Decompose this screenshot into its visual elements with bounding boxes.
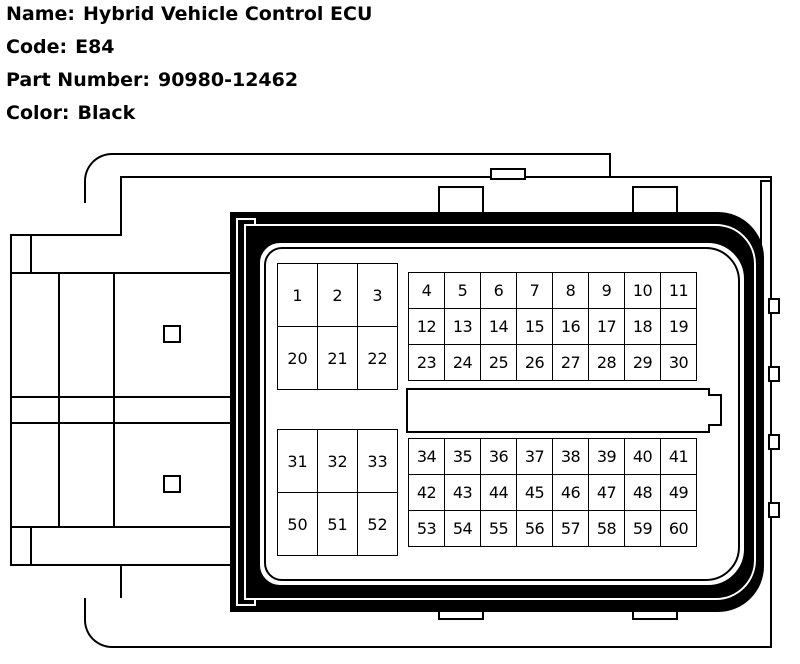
lock-divider-line [30,234,32,274]
pin-37: 37 [516,438,553,475]
part-number-value: 90980-12462 [157,69,299,91]
terminal-face-cavity-line [264,247,740,581]
connector-lock-top-band [10,234,245,274]
pin-53: 53 [408,510,445,547]
pin-58: 58 [588,510,625,547]
pin-51: 51 [317,492,358,556]
pin-29: 29 [624,344,661,381]
connector-lock-center-band [10,396,245,424]
pin-45: 45 [516,474,553,511]
pin-46: 46 [552,474,589,511]
pin-16: 16 [552,308,589,345]
pin-52: 52 [357,492,398,556]
pin-15: 15 [516,308,553,345]
color-value: Black [77,102,136,124]
pin-24: 24 [444,344,481,381]
pin-35: 35 [444,438,481,475]
pin-4: 4 [408,272,445,309]
pin-33: 33 [357,429,398,493]
lock-square-icon [163,475,181,493]
pin-38: 38 [552,438,589,475]
pin-42: 42 [408,474,445,511]
pin-17: 17 [588,308,625,345]
pin-30: 30 [660,344,697,381]
pin-26: 26 [516,344,553,381]
code-value: E84 [75,36,115,58]
pin-31: 31 [277,429,318,493]
center-key-notch [708,394,722,426]
pin-50: 50 [277,492,318,556]
pin-7: 7 [516,272,553,309]
part-number-label: Part Number: [6,69,150,91]
pin-49: 49 [660,474,697,511]
lock-divider-line [113,274,115,526]
pin-39: 39 [588,438,625,475]
pin-13: 13 [444,308,481,345]
header-name-line: Name: Hybrid Vehicle Control ECU [6,3,372,25]
color-label: Color: [6,102,70,124]
pin-54: 54 [444,510,481,547]
pin-14: 14 [480,308,517,345]
pin-10: 10 [624,272,661,309]
pin-41: 41 [660,438,697,475]
pin-59: 59 [624,510,661,547]
header-code-line: Code: E84 [6,36,115,58]
pin-5: 5 [444,272,481,309]
pin-21: 21 [317,326,358,390]
pin-18: 18 [624,308,661,345]
housing-side-tab [768,434,780,450]
pin-32: 32 [317,429,358,493]
pin-6: 6 [480,272,517,309]
pin-20: 20 [277,326,318,390]
pin-28: 28 [588,344,625,381]
pin-2: 2 [317,263,358,327]
pin-48: 48 [624,474,661,511]
lock-divider-line [58,274,60,526]
pin-55: 55 [480,510,517,547]
housing-side-tab [768,366,780,382]
center-key-bar [406,388,710,433]
housing-side-tab [768,502,780,518]
pin-43: 43 [444,474,481,511]
housing-top-notch [490,168,526,180]
pin-11: 11 [660,272,697,309]
pin-23: 23 [408,344,445,381]
header-color-line: Color: Black [6,102,135,124]
pin-36: 36 [480,438,517,475]
pin-44: 44 [480,474,517,511]
pin-3: 3 [357,263,398,327]
name-value: Hybrid Vehicle Control ECU [83,3,373,25]
code-label: Code: [6,36,68,58]
pin-34: 34 [408,438,445,475]
housing-side-tab [768,298,780,314]
lock-divider-line [30,526,32,566]
pin-47: 47 [588,474,625,511]
pin-22: 22 [357,326,398,390]
pin-40: 40 [624,438,661,475]
connector-lock-bottom-band [10,526,245,566]
header-part-line: Part Number: 90980-12462 [6,69,298,91]
pin-9: 9 [588,272,625,309]
pin-19: 19 [660,308,697,345]
pin-8: 8 [552,272,589,309]
name-label: Name: [6,3,76,25]
pin-60: 60 [660,510,697,547]
pin-56: 56 [516,510,553,547]
lock-square-icon [163,325,181,343]
pin-27: 27 [552,344,589,381]
housing-top-tab [632,186,678,216]
pin-57: 57 [552,510,589,547]
pin-1: 1 [277,263,318,327]
pin-12: 12 [408,308,445,345]
pin-25: 25 [480,344,517,381]
